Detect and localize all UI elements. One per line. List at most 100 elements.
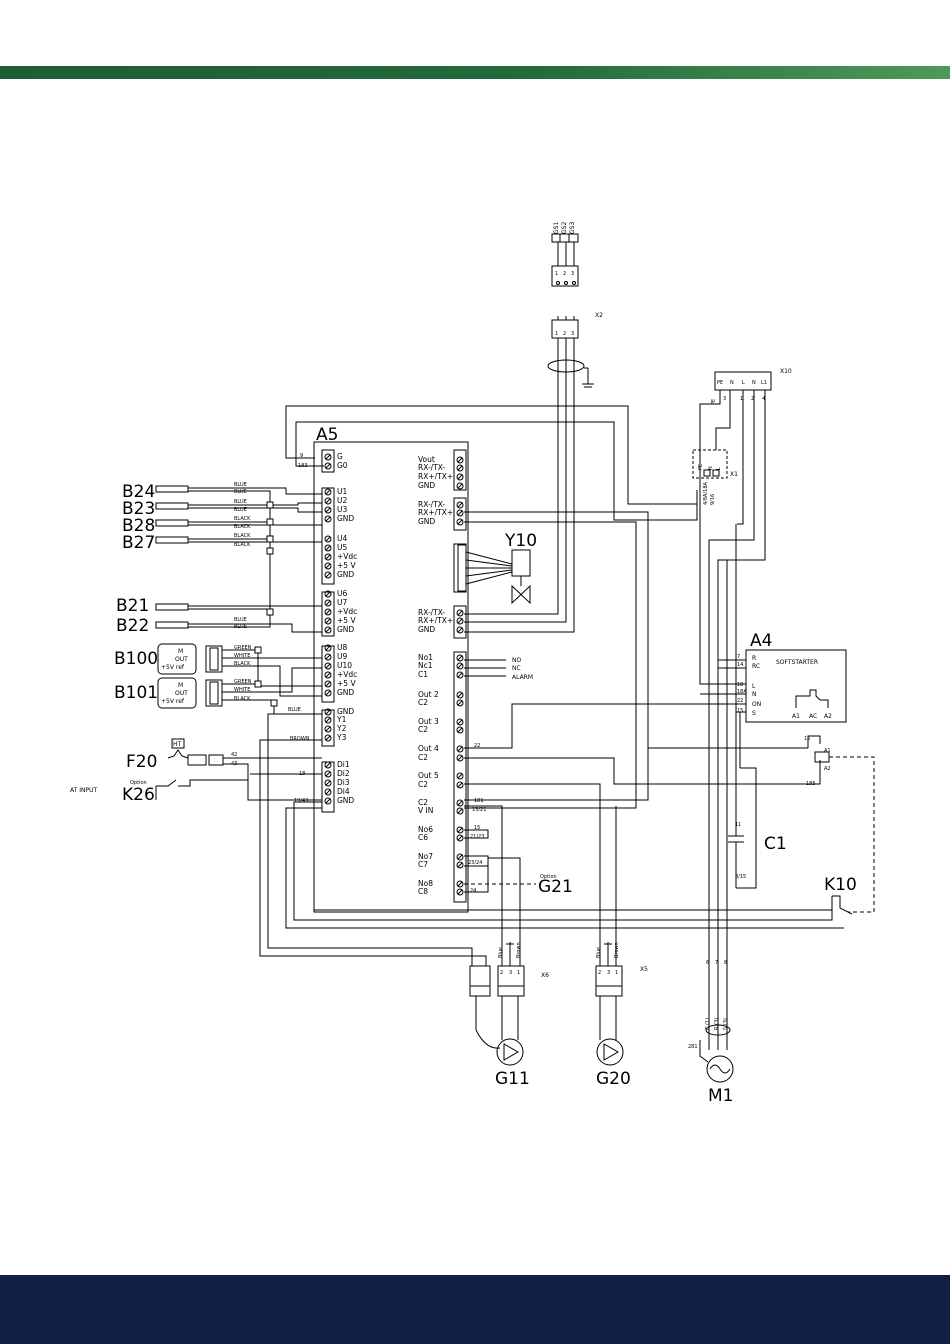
a5-right-terminal-label: RX+/TX+ <box>418 616 453 625</box>
wire-number-label: 185 <box>806 781 816 787</box>
terminal-screw <box>324 680 332 688</box>
wire-number-label: 42 <box>231 752 237 758</box>
terminal-screw <box>456 807 464 815</box>
k10-relay: K10 <box>824 875 857 915</box>
terminal-screw <box>324 770 332 778</box>
a5-label: A5 <box>316 425 338 445</box>
wire-number-label: 15 <box>474 825 480 831</box>
a5-left-terminal-label: U6 <box>337 589 347 598</box>
svg-text:S (3): S (3) <box>723 1018 729 1030</box>
terminal-screw <box>324 497 332 505</box>
x2-label: X2 <box>595 312 603 319</box>
wire-number-label: 11 <box>735 822 741 828</box>
svg-text:NO: NO <box>512 657 521 664</box>
wire-number-label: A2 <box>824 766 831 772</box>
svg-text:G11: G11 <box>495 1069 530 1089</box>
wire-number-label: 19/43 <box>294 798 308 804</box>
x10-label: X10 <box>780 368 792 375</box>
svg-text:L: L <box>742 380 745 386</box>
x10-connector: PE N L N L1 X10 PE 3 1 2 4 <box>711 368 792 405</box>
svg-text:C1: C1 <box>764 834 787 854</box>
wire-number-label: 183 <box>298 463 308 469</box>
terminal-screw <box>324 544 332 552</box>
wire-color-label: BLUE <box>234 489 247 495</box>
svg-text:2: 2 <box>751 396 754 402</box>
wire-number-label: 18 <box>737 682 743 688</box>
svg-text:A1: A1 <box>792 713 800 720</box>
wire-number-label: 18A <box>737 689 747 695</box>
svg-text:A2: A2 <box>824 713 832 720</box>
svg-text:Blue: Blue <box>596 947 602 958</box>
a5-left-terminal-label: +Vdc <box>337 670 357 679</box>
sensor-b23: B23 <box>122 499 189 519</box>
svg-text:4/8A/18A: 4/8A/18A <box>703 481 709 505</box>
y10-label: Y10 <box>504 531 537 551</box>
wire-color-label: BLACK <box>234 661 251 667</box>
a5-left-terminal-label: GND <box>337 796 354 805</box>
svg-text:ON: ON <box>752 701 761 708</box>
wire-color-label: BLUE <box>234 624 247 630</box>
sensor-b24: B24 <box>122 482 189 502</box>
svg-text:AC: AC <box>809 713 817 720</box>
svg-text:L: L <box>716 467 722 470</box>
svg-text:X5: X5 <box>640 966 648 973</box>
terminal-screw <box>456 718 464 726</box>
terminal-screw <box>456 654 464 662</box>
terminal-screw <box>324 788 332 796</box>
terminal-screw <box>456 772 464 780</box>
svg-text:B101: B101 <box>114 683 158 703</box>
wire-color-label: WHITE <box>234 653 250 659</box>
svg-text:2: 2 <box>598 970 601 976</box>
svg-text:+5V ref: +5V ref <box>161 698 185 705</box>
svg-text:N: N <box>752 691 757 698</box>
wire-color-label: BLUE <box>288 707 301 713</box>
a5-left-terminal-label: +Vdc <box>337 607 357 616</box>
sensor-b100: B100 M OUT +5V ref <box>114 643 223 675</box>
wire-number-label: 13/21 <box>472 807 486 813</box>
terminal-screw <box>456 626 464 634</box>
svg-text:R (3): R (3) <box>714 1018 720 1030</box>
svg-text:B23: B23 <box>122 499 155 519</box>
terminal-screw <box>456 853 464 861</box>
svg-text:X6: X6 <box>541 972 549 979</box>
a5-left-terminal-label: U8 <box>337 643 347 652</box>
wire-color-label: BLACK <box>234 696 251 702</box>
terminal-screw <box>324 488 332 496</box>
svg-text:1: 1 <box>517 970 520 976</box>
svg-text:RC: RC <box>752 663 760 670</box>
a5-right-terminal-label: Out 2 <box>418 690 439 699</box>
a5-right-terminal-label: No1 <box>418 653 433 662</box>
wire-number-label: 43 <box>231 761 237 767</box>
wire-number-labels: 918342431819/432218113/211521/2323/24247… <box>231 453 831 966</box>
terminal-screw <box>324 462 332 470</box>
wire-number-label: 16 <box>804 736 810 742</box>
sensor-b28: B28 <box>122 516 189 536</box>
terminal-screw <box>456 745 464 753</box>
a5-right-terminal-label: C8 <box>418 887 428 896</box>
x1-terminal: PE N L X1 9/16 4/8A/18A <box>692 449 738 505</box>
x1-label: X1 <box>730 471 738 478</box>
a5-right-terminal-label: C6 <box>418 833 428 842</box>
a5-right-terminal-label: C2 <box>418 725 428 734</box>
wire-number-label: 14 <box>737 662 743 668</box>
a5-left-terminal-label: +5 V <box>337 679 356 688</box>
sensor-b21: B21 <box>116 596 189 616</box>
a5-left-terminal-label: +Vdc <box>337 552 357 561</box>
x2-connector: 1 2 3 X2 <box>547 312 603 388</box>
wire-number-label: 9 <box>300 453 303 459</box>
a5-right-terminal-labels: VoutRX-/TX-RX+/TX+GNDRX-/TX-RX+/TX+GNDRX… <box>418 455 464 896</box>
a5-right-terminal-label: RX-/TX- <box>418 608 446 617</box>
terminal-screw <box>324 571 332 579</box>
svg-text:1: 1 <box>555 271 558 277</box>
svg-text:R: R <box>752 655 756 662</box>
a5-right-terminal-label: GND <box>418 625 435 634</box>
a5-right-terminal-label: C2 <box>418 753 428 762</box>
svg-text:PE: PE <box>711 399 717 405</box>
a5-right-terminal-label: RX+/TX+ <box>418 508 453 517</box>
wire-number-label: 8 <box>724 960 727 966</box>
a5-left-terminal-label: U2 <box>337 496 347 505</box>
c1-capacitor: C1 <box>728 524 787 888</box>
svg-text:4: 4 <box>762 396 765 402</box>
terminal-screw <box>456 691 464 699</box>
